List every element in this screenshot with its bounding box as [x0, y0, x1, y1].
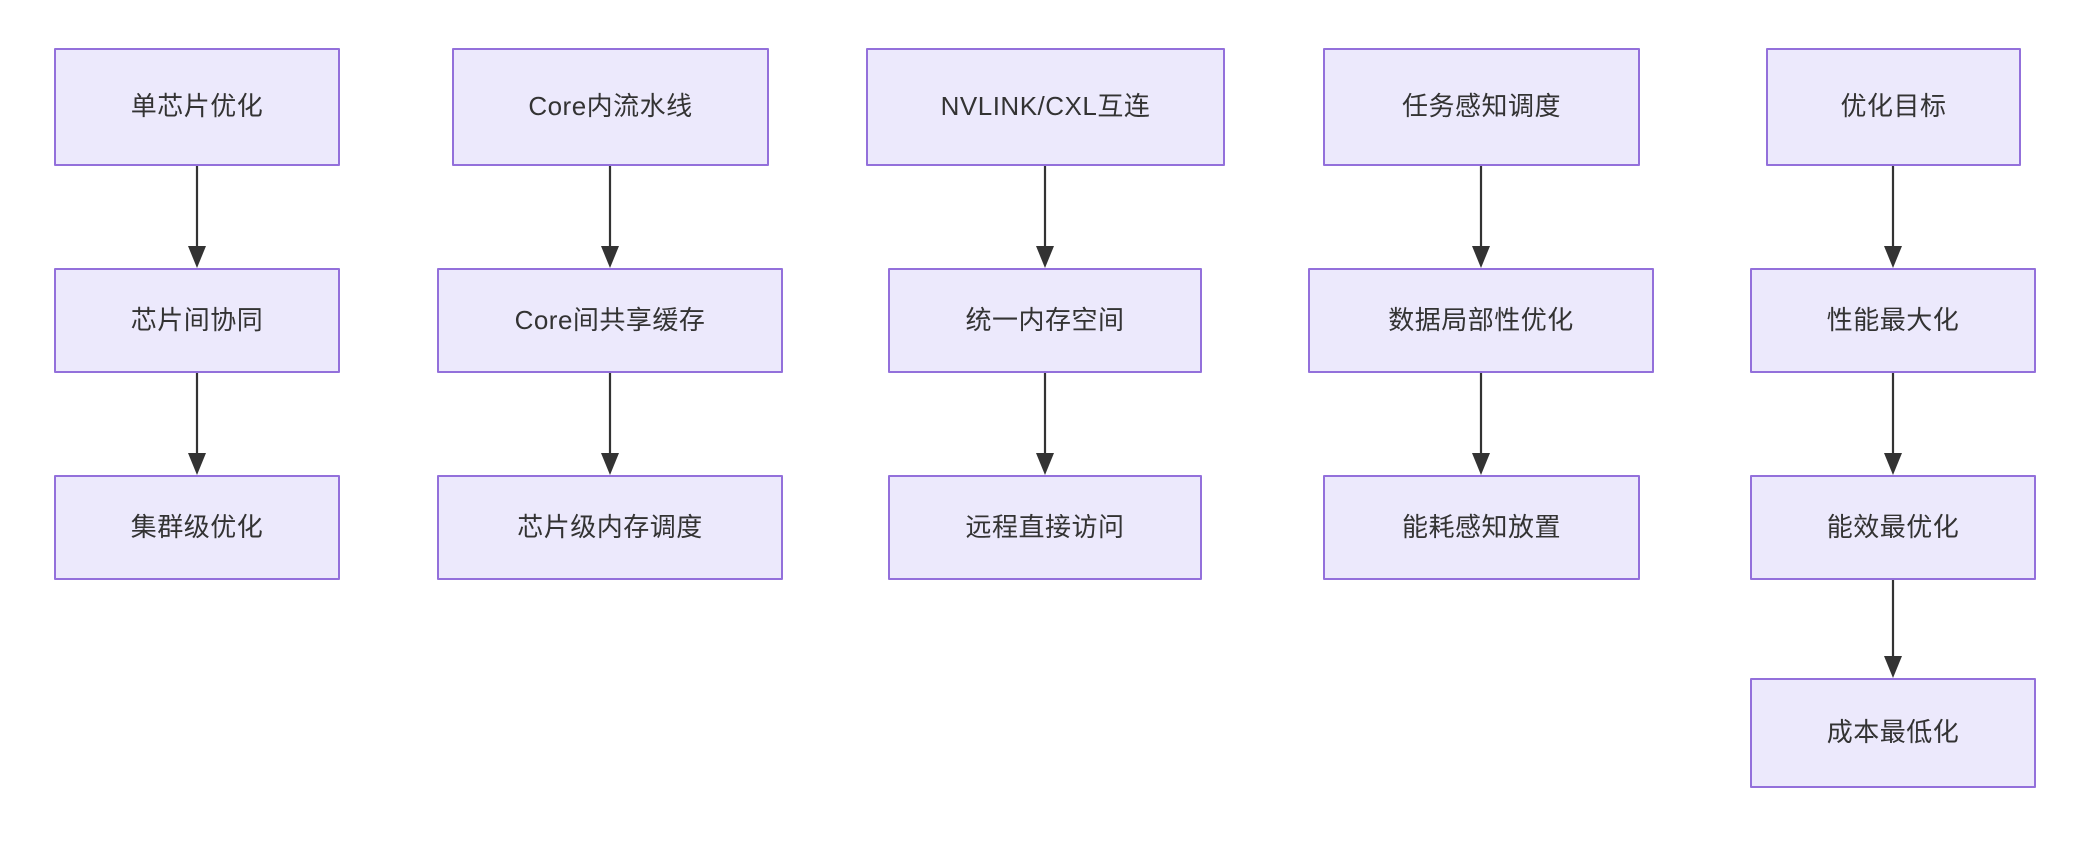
- node-label: 单芯片优化: [130, 91, 264, 122]
- node-label: 优化目标: [1840, 91, 1947, 122]
- node-single-chip-optimization[interactable]: 单芯片优化: [54, 48, 340, 166]
- node-label: 任务感知调度: [1401, 91, 1561, 122]
- node-cost-minimization[interactable]: 成本最低化: [1750, 678, 2036, 788]
- node-label: 能耗感知放置: [1401, 511, 1561, 542]
- node-label: Core内流水线: [528, 91, 693, 122]
- node-label: 芯片级内存调度: [517, 511, 703, 542]
- edge-single-chip-1: [188, 166, 206, 268]
- edge-scheduling-2: [1472, 373, 1490, 475]
- node-label: 统一内存空间: [965, 304, 1125, 335]
- node-label: 芯片间协同: [130, 304, 264, 335]
- node-chip-level-memory-scheduling[interactable]: 芯片级内存调度: [437, 475, 783, 580]
- node-label: 远程直接访问: [965, 511, 1125, 542]
- node-remote-direct-access[interactable]: 远程直接访问: [888, 475, 1202, 580]
- edge-goals-2: [1884, 373, 1902, 475]
- edge-goals-3: [1884, 580, 1902, 678]
- edge-interconnect-1: [1036, 166, 1054, 268]
- edge-goals-1: [1884, 166, 1902, 268]
- node-label: 成本最低化: [1826, 717, 1960, 748]
- node-inter-chip-coordination[interactable]: 芯片间协同: [54, 268, 340, 373]
- node-energy-efficiency-optimization[interactable]: 能效最优化: [1750, 475, 2036, 580]
- node-cluster-level-optimization[interactable]: 集群级优化: [54, 475, 340, 580]
- node-nvlink-cxl-interconnect[interactable]: NVLINK/CXL互连: [866, 48, 1225, 166]
- edge-interconnect-2: [1036, 373, 1054, 475]
- node-label: 能效最优化: [1826, 511, 1960, 542]
- node-intra-core-pipeline[interactable]: Core内流水线: [452, 48, 769, 166]
- node-label: 集群级优化: [130, 511, 264, 542]
- edge-scheduling-1: [1472, 166, 1490, 268]
- node-optimization-goals[interactable]: 优化目标: [1766, 48, 2021, 166]
- edge-core-pipeline-2: [601, 373, 619, 475]
- edge-core-pipeline-1: [601, 166, 619, 268]
- node-label: 数据局部性优化: [1388, 304, 1574, 335]
- node-task-aware-scheduling[interactable]: 任务感知调度: [1323, 48, 1640, 166]
- node-label: 性能最大化: [1826, 304, 1960, 335]
- edge-single-chip-2: [188, 373, 206, 475]
- node-performance-maximization[interactable]: 性能最大化: [1750, 268, 2036, 373]
- node-inter-core-shared-cache[interactable]: Core间共享缓存: [437, 268, 783, 373]
- node-unified-memory-space[interactable]: 统一内存空间: [888, 268, 1202, 373]
- node-label: NVLINK/CXL互连: [940, 91, 1151, 122]
- node-data-locality-optimization[interactable]: 数据局部性优化: [1308, 268, 1654, 373]
- node-energy-aware-placement[interactable]: 能耗感知放置: [1323, 475, 1640, 580]
- node-label: Core间共享缓存: [514, 304, 706, 335]
